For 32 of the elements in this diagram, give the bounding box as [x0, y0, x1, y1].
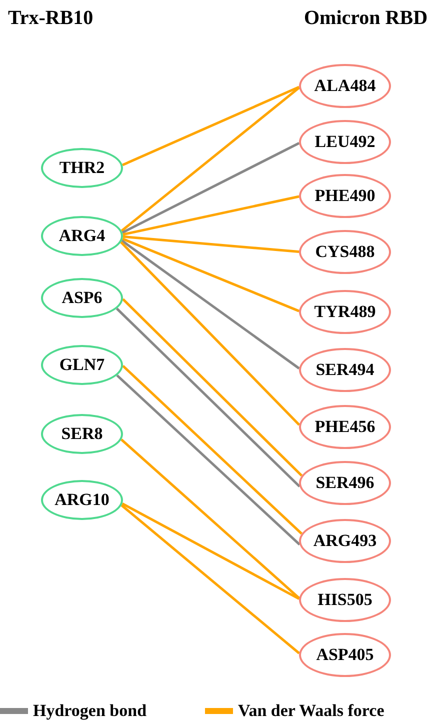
residue-ellipse: PHE490 [299, 174, 391, 218]
residue-ellipse: ASP6 [41, 278, 123, 318]
residue-ellipse: CYS488 [299, 230, 391, 274]
connector-line [120, 241, 300, 426]
residue-ellipse: ARG493 [299, 519, 391, 563]
residue-ellipse: ARG10 [41, 480, 123, 520]
residue-ellipse: PHE456 [299, 405, 391, 449]
residue-ellipse: GLN7 [41, 345, 123, 385]
residue-ellipse: SER8 [41, 414, 123, 454]
column-heading: Omicron RBD [304, 7, 428, 30]
connector-line [120, 504, 300, 654]
residue-ellipse: LEU492 [299, 120, 391, 164]
column-heading: Trx-RB10 [8, 7, 94, 30]
connector-line [121, 240, 300, 370]
residue-ellipse: HIS505 [299, 578, 391, 622]
residue-ellipse: ARG4 [41, 216, 123, 256]
connector-line [122, 195, 300, 236]
connector-line [122, 502, 300, 600]
legend-text: Hydrogen bond [33, 701, 147, 721]
connector-line [120, 86, 300, 232]
connector-line [122, 142, 300, 234]
legend-text: Van der Waals force [238, 701, 384, 721]
connector-line [122, 235, 300, 254]
residue-ellipse: ALA484 [299, 64, 391, 108]
residue-ellipse: TYR489 [299, 290, 391, 334]
connector-line [122, 238, 300, 312]
residue-ellipse: SER496 [299, 461, 391, 505]
connector-line [120, 438, 300, 600]
residue-ellipse: THR2 [41, 148, 123, 188]
connector-line [122, 86, 300, 166]
residue-ellipse: ASP405 [299, 633, 391, 677]
residue-ellipse: SER494 [299, 348, 391, 392]
